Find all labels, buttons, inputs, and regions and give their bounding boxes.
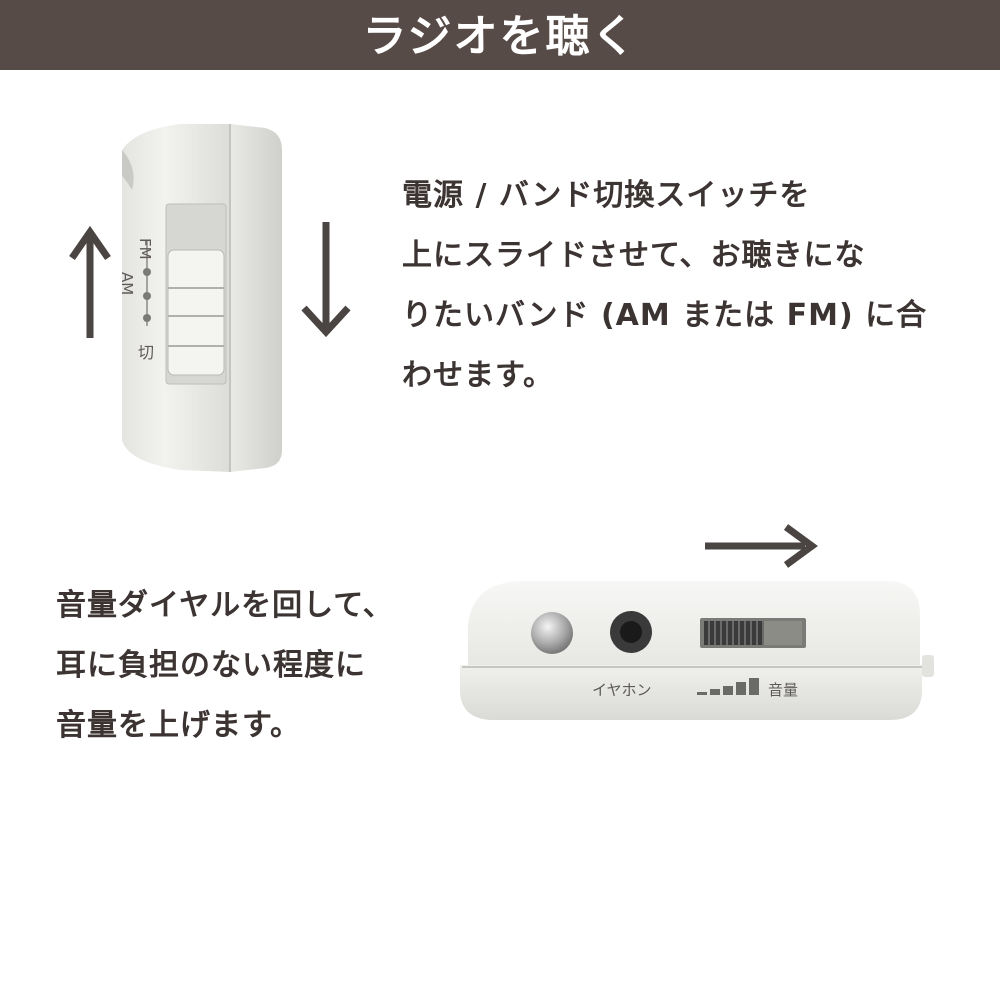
instruction-line: 耳に負担のない程度に <box>56 648 366 683</box>
page-header: ラジオを聴く <box>0 0 1000 70</box>
off-label: 切 <box>138 343 154 362</box>
am-label: AM <box>118 272 136 295</box>
instruction-line: 音量ダイヤルを回して、 <box>56 588 394 623</box>
instruction-line: わせます。 <box>402 358 554 393</box>
switch-instructions: 電源 / バンド切換スイッチを 上にスライドさせて、お聴きにな りたいバンド (… <box>402 166 962 406</box>
down-arrow-icon <box>301 222 351 338</box>
earphone-label: イヤホン <box>592 681 652 699</box>
volume-label: 音量 <box>768 681 798 699</box>
page-title: ラジオを聴く <box>362 11 638 62</box>
instruction-line: 電源 / バンド切換スイッチを <box>402 178 811 213</box>
up-arrow-icon <box>69 225 111 338</box>
volume-instructions: 音量ダイヤルを回して、 耳に負担のない程度に 音量を上げます。 <box>56 576 436 756</box>
volume-level-icon <box>697 678 759 695</box>
fm-label: FM <box>136 238 154 260</box>
instruction-line: 上にスライドさせて、お聴きにな <box>402 238 866 273</box>
radio-body-image: イヤホン 音量 <box>460 524 934 720</box>
instruction-line: りたいバンド (AM または FM) に合 <box>402 298 928 333</box>
instruction-line: 音量を上げます。 <box>56 708 301 743</box>
band-switch-image: FM AM 切 <box>69 124 351 472</box>
right-arrow-icon <box>705 524 818 568</box>
